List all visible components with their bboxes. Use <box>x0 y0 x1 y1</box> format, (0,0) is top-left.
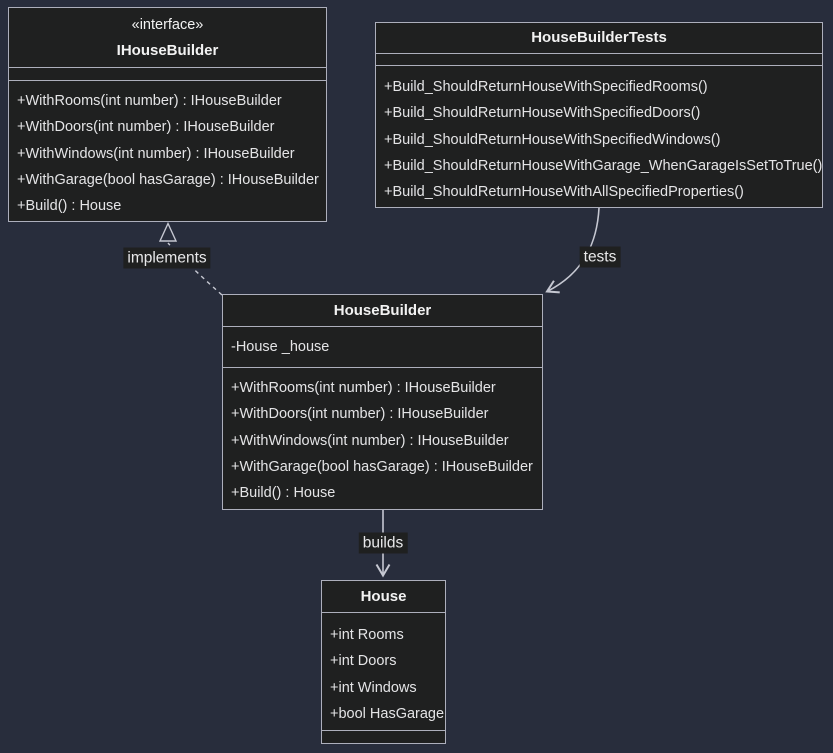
class-house-title: House <box>322 581 445 612</box>
class-member: +WithWindows(int number) : IHouseBuilder <box>231 432 509 449</box>
class-member: +int Rooms <box>330 627 404 643</box>
class-ihousebuilder-title: «interface» IHouseBuilder <box>9 8 326 67</box>
attributes-compartment-empty <box>376 53 822 65</box>
class-member: +Build_ShouldReturnHouseWithGarage_WhenG… <box>384 157 823 174</box>
class-housebuildertests: HouseBuilderTests +Build_ShouldReturnHou… <box>375 22 823 208</box>
methods-compartment-empty <box>322 730 445 743</box>
class-housebuilder: HouseBuilder -House _house +WithRooms(in… <box>222 294 543 510</box>
class-name: House <box>360 587 407 605</box>
class-member: +Build_ShouldReturnHouseWithSpecifiedWin… <box>384 131 721 148</box>
realization-triangle-icon <box>158 221 178 242</box>
edge-label-implements: implements <box>123 247 211 269</box>
stereotype-label: «interface» <box>131 16 204 33</box>
methods-compartment: +Build_ShouldReturnHouseWithSpecifiedRoo… <box>376 65 822 207</box>
class-house: House +int Rooms +int Doors +int Windows… <box>321 580 446 744</box>
class-name: HouseBuilder <box>333 301 432 319</box>
methods-compartment: +WithRooms(int number) : IHouseBuilder +… <box>9 80 326 221</box>
edge-label-tests: tests <box>579 246 621 268</box>
attributes-compartment: -House _house <box>223 326 542 367</box>
class-name: IHouseBuilder <box>116 41 219 59</box>
class-member: -House _house <box>231 339 330 355</box>
class-member: +WithRooms(int number) : IHouseBuilder <box>231 380 496 396</box>
class-member: +Build_ShouldReturnHouseWithSpecifiedRoo… <box>384 79 708 95</box>
edge-label-builds: builds <box>358 532 408 554</box>
class-member: +WithWindows(int number) : IHouseBuilder <box>17 145 295 162</box>
class-housebuildertests-title: HouseBuilderTests <box>376 23 822 53</box>
class-member: +int Doors <box>330 653 397 670</box>
class-member: +Build() : House <box>231 485 336 502</box>
attributes-compartment: +int Rooms +int Doors +int Windows +bool… <box>322 612 445 730</box>
attributes-compartment-empty <box>9 67 326 80</box>
class-member: +WithDoors(int number) : IHouseBuilder <box>17 119 275 136</box>
class-member: +WithRooms(int number) : IHouseBuilder <box>17 93 282 109</box>
class-member: +WithDoors(int number) : IHouseBuilder <box>231 406 489 423</box>
class-member: +WithGarage(bool hasGarage) : IHouseBuil… <box>17 171 319 188</box>
class-member: +Build_ShouldReturnHouseWithAllSpecified… <box>384 184 744 201</box>
class-member: +WithGarage(bool hasGarage) : IHouseBuil… <box>231 458 533 475</box>
class-name: HouseBuilderTests <box>531 29 667 46</box>
class-member: +Build_ShouldReturnHouseWithSpecifiedDoo… <box>384 105 701 122</box>
class-member: +bool HasGarage <box>330 705 445 722</box>
class-member: +Build() : House <box>17 198 122 215</box>
class-member: +int Windows <box>330 679 417 696</box>
class-housebuilder-title: HouseBuilder <box>223 295 542 326</box>
class-ihousebuilder: «interface» IHouseBuilder +WithRooms(int… <box>8 7 327 222</box>
methods-compartment: +WithRooms(int number) : IHouseBuilder +… <box>223 367 542 509</box>
